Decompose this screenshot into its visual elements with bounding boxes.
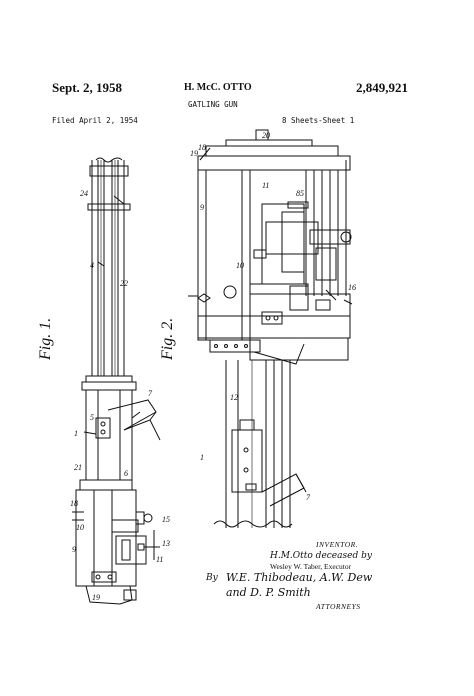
ref-19-fig2: 19 (190, 149, 198, 158)
ref-10-fig1: 10 (76, 523, 84, 532)
fig1-barrel-clamp-lower (85, 375, 133, 383)
ref-22: 22 (120, 279, 128, 288)
fig2-feed-chute (261, 473, 305, 507)
ref-13: 13 (162, 539, 170, 548)
inventor-name: H. McC. OTTO (184, 82, 252, 93)
patent-date: Sept. 2, 1958 (52, 80, 123, 95)
attorneys-line1: W.E. Thibodeau, A.W. Dew (226, 571, 373, 584)
filed-date: Filed April 2, 1954 (52, 116, 138, 125)
fig2-control-knob (223, 285, 237, 299)
ref-20: 20 (262, 131, 270, 140)
attorneys-line2: and D. P. Smith (226, 586, 311, 599)
ref-9-fig2: 9 (200, 203, 204, 212)
ref-1-fig1: 1 (74, 429, 78, 438)
inventor-heading: INVENTOR. (316, 540, 359, 549)
ref-24: 24 (80, 189, 88, 198)
fig1-label: Fig. 1. (37, 318, 54, 361)
ref-19-fig1: 19 (92, 593, 100, 602)
ref-7-fig1: 7 (148, 389, 153, 398)
ref-9-fig1: 9 (72, 545, 76, 554)
inventor-line1: H.M.Otto deceased by (270, 551, 372, 561)
fig2-clamp (231, 429, 263, 493)
ref-16: 16 (348, 283, 356, 292)
ref-7-fig2: 7 (306, 493, 311, 502)
ref-85: 85 (296, 189, 304, 198)
ref-5: 5 (90, 413, 94, 422)
ref-10-fig2: 10 (236, 261, 244, 270)
ref-11-fig1: 11 (156, 555, 163, 564)
ref-11-fig2: 11 (262, 181, 269, 190)
fig2-label: Fig. 2. (159, 318, 176, 361)
ref-18-fig2: 18 (198, 143, 206, 152)
ref-12: 12 (230, 393, 238, 402)
ref-21: 21 (74, 463, 82, 472)
attorneys-label: ATTORNEYS (316, 602, 361, 611)
ref-4: 4 (90, 261, 94, 270)
fig1-feed-chute (107, 399, 157, 431)
fig1-barrel-clamp-upper (87, 203, 131, 211)
fig1-housing (85, 389, 133, 481)
patent-title: GATLING GUN (188, 100, 238, 109)
fig1-base (85, 585, 133, 605)
ref-18-fig1: 18 (70, 499, 78, 508)
fig2-top-plate (205, 145, 339, 157)
patent-number: 2,849,921 (356, 80, 408, 95)
ref-6: 6 (124, 469, 128, 478)
by-label: By (206, 573, 218, 583)
fig1-muzzle-clamp (89, 165, 129, 177)
ref-1-fig2: 1 (200, 453, 204, 462)
inventor-line2: Wesley W. Taber, Executor (270, 562, 352, 571)
ref-15: 15 (162, 515, 170, 524)
sheet-count: 8 Sheets-Sheet 1 (282, 116, 355, 125)
